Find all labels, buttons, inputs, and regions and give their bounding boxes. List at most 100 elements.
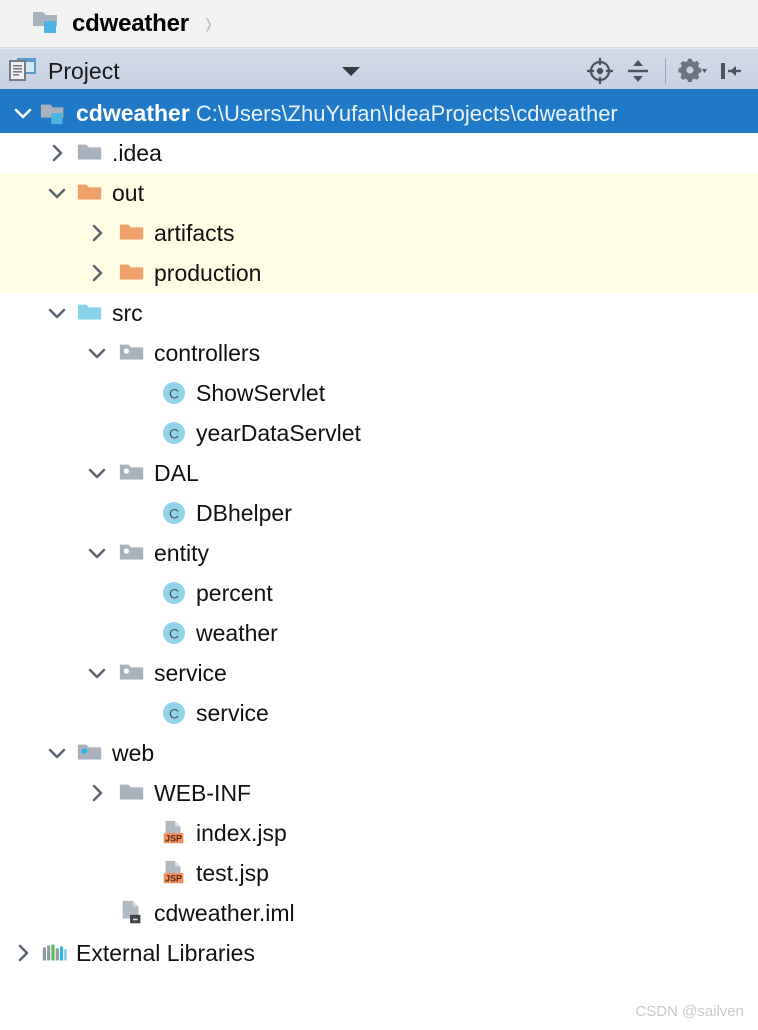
tree-expand-toggle-closed[interactable] [84, 220, 110, 246]
tree-row-path: C:\Users\ZhuYufan\IdeaProjects\cdweather [189, 100, 618, 126]
tree-row[interactable]: .idea [0, 133, 758, 173]
tree-row[interactable]: External Libraries [0, 933, 758, 973]
collapse-all-icon [628, 60, 648, 82]
chevron-down-icon [88, 348, 106, 359]
module-folder-icon [40, 99, 68, 127]
chevron-right-icon [92, 264, 103, 282]
tree-row[interactable]: controllers [0, 333, 758, 373]
package-icon [118, 539, 146, 567]
tree-expand-toggle-open[interactable] [10, 100, 36, 126]
tree-expand-toggle-open[interactable] [84, 460, 110, 486]
tree-expand-toggle-open[interactable] [44, 740, 70, 766]
project-title-group[interactable]: Project [0, 55, 120, 88]
tree-row[interactable]: web [0, 733, 758, 773]
iml-file-icon [118, 899, 146, 927]
java-class-icon: C [160, 499, 188, 527]
tree-expand-toggle-closed[interactable] [44, 140, 70, 166]
tree-row-label: yearDataServlet [196, 419, 361, 446]
tree-row-label: out [112, 179, 144, 206]
folder-source-icon [76, 299, 104, 327]
project-tree[interactable]: cdweather C:\Users\ZhuYufan\IdeaProjects… [0, 93, 758, 988]
tree-row[interactable]: production [0, 253, 758, 293]
folder-web-icon [76, 739, 104, 767]
tree-row[interactable]: WEB-INF [0, 773, 758, 813]
folder-source-icon [77, 304, 102, 320]
iml-file-icon [122, 900, 141, 924]
hide-panel-button[interactable] [714, 54, 748, 88]
java-class-icon: C [160, 379, 188, 407]
tree-row[interactable]: DAL [0, 453, 758, 493]
tree-row[interactable]: C ShowServlet [0, 373, 758, 413]
tree-row[interactable]: entity [0, 533, 758, 573]
tree-row-label: test.jsp [196, 859, 269, 886]
chevron-down-icon [14, 108, 32, 119]
chevron-down-icon [88, 668, 106, 679]
package-icon [119, 344, 144, 360]
libraries-icon [40, 939, 68, 967]
chevron-right-icon [52, 144, 63, 162]
breadcrumb-separator-icon: › [205, 3, 212, 42]
folder-orange-icon [77, 184, 102, 200]
tree-row-label: .idea [112, 139, 162, 166]
svg-text:C: C [169, 426, 179, 442]
project-header-toolbar [583, 54, 758, 88]
tree-expand-toggle-open[interactable] [84, 340, 110, 366]
tree-row-label: web [112, 739, 155, 766]
tree-row-label: External Libraries [76, 939, 255, 966]
tree-row[interactable]: src [0, 293, 758, 333]
tree-row[interactable]: cdweather C:\Users\ZhuYufan\IdeaProjects… [0, 93, 758, 133]
tree-row-label: DAL [154, 459, 199, 486]
tree-row[interactable]: cdweather.iml [0, 893, 758, 933]
tree-row[interactable]: out [0, 173, 758, 213]
locate-in-tree-button[interactable] [583, 54, 617, 88]
tree-expand-toggle-open[interactable] [84, 540, 110, 566]
project-view-dropdown-button[interactable] [328, 64, 374, 78]
folder-gray-icon [118, 779, 146, 807]
tree-row-label: cdweather C:\Users\ZhuYufan\IdeaProjects… [76, 99, 618, 126]
tree-expand-toggle-open[interactable] [44, 180, 70, 206]
java-class-icon: C [160, 619, 188, 647]
tree-row-label: controllers [154, 339, 261, 366]
folder-gray-icon [119, 784, 144, 800]
svg-text:C: C [169, 506, 179, 522]
crosshair-target-icon [586, 57, 614, 85]
java-class-icon: C [163, 382, 185, 404]
svg-text:C: C [169, 626, 179, 642]
project-tool-window-header: Project [0, 48, 758, 93]
tree-row-label: src [112, 299, 143, 326]
breadcrumb-item-cdweather[interactable]: cdweather [0, 8, 189, 39]
java-class-icon: C [163, 582, 185, 604]
folder-gray-icon [77, 144, 102, 160]
tree-expand-toggle-closed[interactable] [84, 780, 110, 806]
folder-web-icon [77, 744, 102, 760]
tree-row-label: ShowServlet [196, 379, 326, 406]
tree-row-label: service [196, 699, 269, 726]
tree-row-label: entity [154, 539, 209, 566]
chevron-down-icon [48, 748, 66, 759]
java-class-icon: C [163, 422, 185, 444]
breadcrumb-label: cdweather [72, 9, 189, 37]
tree-expand-toggle-closed[interactable] [84, 260, 110, 286]
tree-expand-toggle-closed[interactable] [10, 940, 36, 966]
tree-row[interactable]: artifacts [0, 213, 758, 253]
tree-expand-toggle-open[interactable] [84, 660, 110, 686]
tree-row[interactable]: service [0, 653, 758, 693]
tree-row-label: production [154, 259, 262, 286]
tree-row[interactable]: JSP test.jsp [0, 853, 758, 893]
chevron-right-icon [92, 224, 103, 242]
watermark: CSDN @sailven [635, 1003, 744, 1020]
java-class-icon: C [160, 579, 188, 607]
settings-button[interactable] [676, 54, 710, 88]
jsp-file-icon: JSP [163, 860, 184, 883]
folder-orange-icon [118, 259, 146, 287]
tree-expand-toggle-open[interactable] [44, 300, 70, 326]
java-class-icon: C [163, 702, 185, 724]
package-icon [119, 664, 144, 680]
collapse-all-button[interactable] [621, 54, 655, 88]
